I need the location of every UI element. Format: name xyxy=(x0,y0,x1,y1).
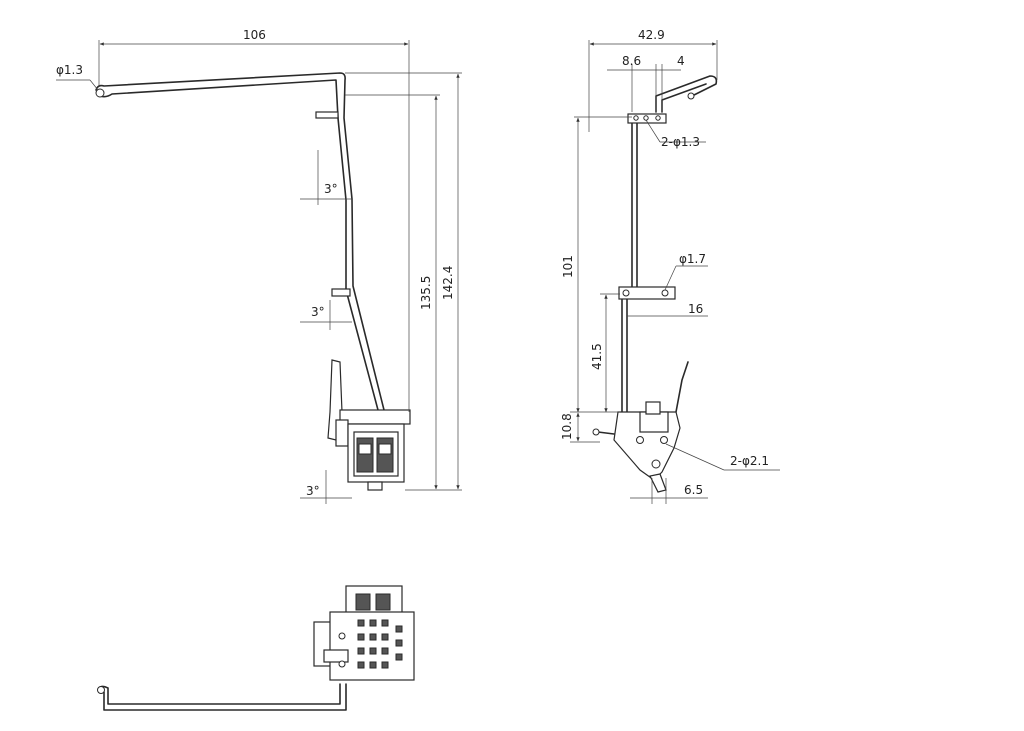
front-angle-mid-label: 3° xyxy=(311,305,325,319)
top-grid-holes xyxy=(357,619,403,669)
front-angle-bottom-label: 3° xyxy=(306,484,320,498)
front-width-label: 106 xyxy=(243,28,266,42)
top-wire-arm xyxy=(97,683,341,705)
front-height-outer-label: 142.4 xyxy=(441,266,455,300)
front-lower-assembly xyxy=(327,359,411,491)
side-height-lower-label: 41.5 xyxy=(590,343,604,370)
side-height-base-label: 10.8 xyxy=(560,413,574,440)
front-view: 106 φ1.3 135.5 142.4 3° 3° 3° xyxy=(56,28,462,504)
side-hole-mid-label: φ1.7 xyxy=(679,252,706,266)
front-tab-top xyxy=(315,111,339,119)
side-top-hook xyxy=(655,75,718,113)
side-top-offset-label: 8.6 xyxy=(622,54,641,68)
side-view: 42.9 8.6 4 2-φ1.3 101 φ1.7 16 41.5 10.8 xyxy=(560,28,780,504)
side-top-width-label: 42.9 xyxy=(638,28,665,42)
side-top-gap-label: 4 xyxy=(677,54,685,68)
side-holes-bottom-label: 2-φ2.1 xyxy=(730,454,769,468)
side-bottom-width-label: 6.5 xyxy=(684,483,703,497)
side-mid-plate xyxy=(618,286,676,300)
front-tab-mid xyxy=(331,288,351,297)
front-hole-end xyxy=(95,88,105,98)
side-mid-length-label: 16 xyxy=(688,302,703,316)
front-angle-top-label: 3° xyxy=(324,182,338,196)
front-height-inner-label: 135.5 xyxy=(419,276,433,310)
front-hole-label: φ1.3 xyxy=(56,63,83,77)
front-wire-arm xyxy=(95,72,385,411)
side-holes-top-label: 2-φ1.3 xyxy=(661,135,700,149)
side-height-total-label: 101 xyxy=(561,255,575,278)
top-view xyxy=(97,585,415,711)
side-lower-assembly xyxy=(592,361,689,493)
